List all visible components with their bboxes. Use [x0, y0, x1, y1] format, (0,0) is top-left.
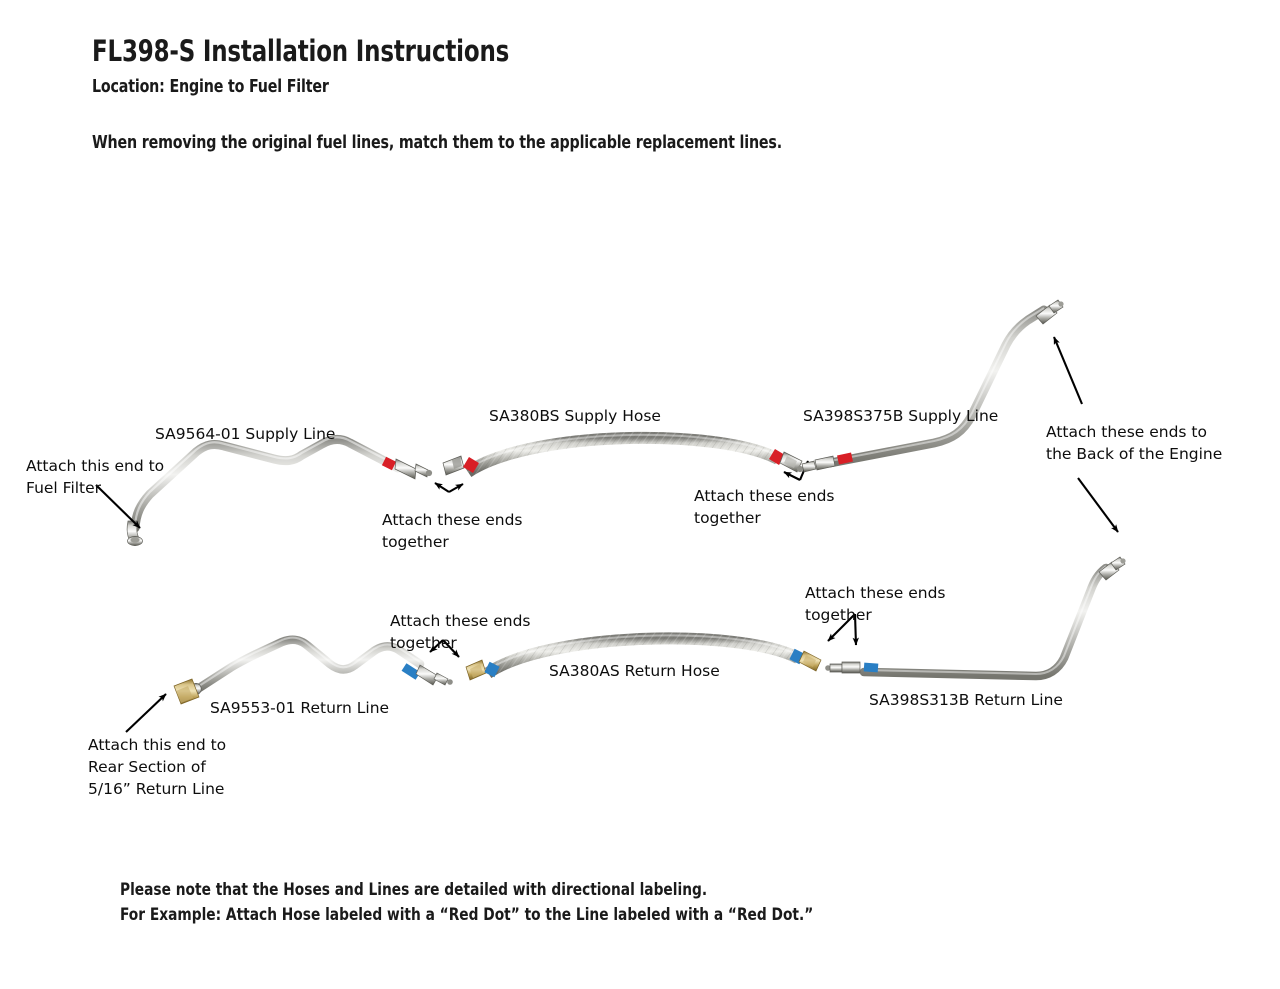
tube-highlight: [195, 636, 421, 689]
callout-join-4: Attach these ends together: [805, 582, 946, 626]
callout-line: together: [694, 509, 761, 527]
callout-fuel-filter-end: Attach this end to Fuel Filter: [26, 455, 164, 499]
footer-line-2: For Example: Attach Hose labeled with a …: [120, 905, 814, 925]
callout-line: Fuel Filter: [26, 479, 102, 497]
hose-fitting-right: [769, 449, 803, 473]
red-marker-band: [381, 456, 397, 471]
part-label-sa9564-01: SA9564-01 Supply Line: [155, 425, 336, 443]
join-arrows-1: [434, 482, 464, 493]
callout-engine-back: Attach these ends to the Back of the Eng…: [1046, 421, 1222, 465]
callout-line: together: [805, 606, 872, 624]
hose-fitting-right: [789, 648, 822, 672]
elbow-fitting-left: [126, 520, 143, 546]
callout-line: 5/16” Return Line: [88, 780, 225, 798]
directional-labeling-note: Please note that the Hoses and Lines are…: [120, 878, 813, 928]
hose-body: [464, 431, 781, 478]
part-label-sa380as: SA380AS Return Hose: [549, 662, 720, 680]
part-sa380bs-supply-hose: [442, 431, 803, 478]
rear-section-arrow: [125, 693, 167, 733]
blue-marker-band: [401, 663, 421, 680]
footer-line-1: Please note that the Hoses and Lines are…: [120, 880, 708, 900]
brass-fitting-left: [173, 678, 202, 705]
tube-path: [825, 305, 1049, 468]
callout-line: Attach these ends to: [1046, 423, 1207, 441]
red-marker-band: [463, 457, 479, 473]
callout-line: Attach these ends: [390, 612, 531, 630]
tube-path: [130, 434, 403, 533]
red-marker-band: [769, 449, 785, 465]
hose-fitting-left: [465, 659, 500, 681]
hose-fitting-left: [442, 455, 479, 476]
fitting-right: [401, 663, 453, 686]
tube-highlight: [829, 307, 1045, 462]
page-title: FL398-S Installation Instructions: [92, 34, 510, 68]
tube-path: [191, 635, 425, 695]
blue-marker-band: [863, 662, 879, 673]
part-label-sa398s313b: SA398S313B Return Line: [869, 691, 1063, 709]
blue-marker-band: [484, 661, 500, 678]
fitting-left: [825, 661, 879, 674]
callout-rear-section-end: Attach this end to Rear Section of 5/16”…: [88, 734, 226, 800]
part-label-sa398s375b: SA398S375B Supply Line: [803, 407, 999, 425]
callout-line: Attach this end to: [26, 457, 165, 475]
fitting-left: [796, 452, 853, 473]
callout-line: Attach these ends: [694, 487, 835, 505]
callout-line: Attach this end to: [88, 736, 227, 754]
fitting-right: [381, 456, 433, 480]
blue-marker-band: [789, 648, 805, 665]
callout-join-2: Attach these ends together: [694, 485, 835, 529]
callout-join-3: Attach these ends together: [390, 610, 531, 654]
hose-highlight: [467, 433, 779, 470]
fitting-top: [1035, 299, 1064, 325]
red-marker-band: [837, 452, 853, 465]
hose-braid-texture: [464, 431, 781, 478]
part-label-sa380bs: SA380BS Supply Hose: [489, 407, 661, 425]
callout-line: the Back of the Engine: [1046, 445, 1223, 463]
callout-line: together: [382, 533, 449, 551]
callout-line: Attach these ends: [382, 511, 523, 529]
intro-instruction: When removing the original fuel lines, m…: [92, 132, 782, 153]
location-subtitle: Location: Engine to Fuel Filter: [92, 76, 329, 97]
callout-line: Rear Section of: [88, 758, 206, 776]
tube-highlight: [133, 436, 400, 527]
fitting-top: [1098, 556, 1126, 581]
callout-line: Attach these ends: [805, 584, 946, 602]
callout-join-1: Attach these ends together: [382, 509, 523, 553]
join-arrows-2: [783, 460, 809, 481]
callout-line: together: [390, 634, 457, 652]
part-label-sa9553-01: SA9553-01 Return Line: [210, 699, 390, 717]
part-sa398s375b-supply-line: [796, 299, 1064, 473]
